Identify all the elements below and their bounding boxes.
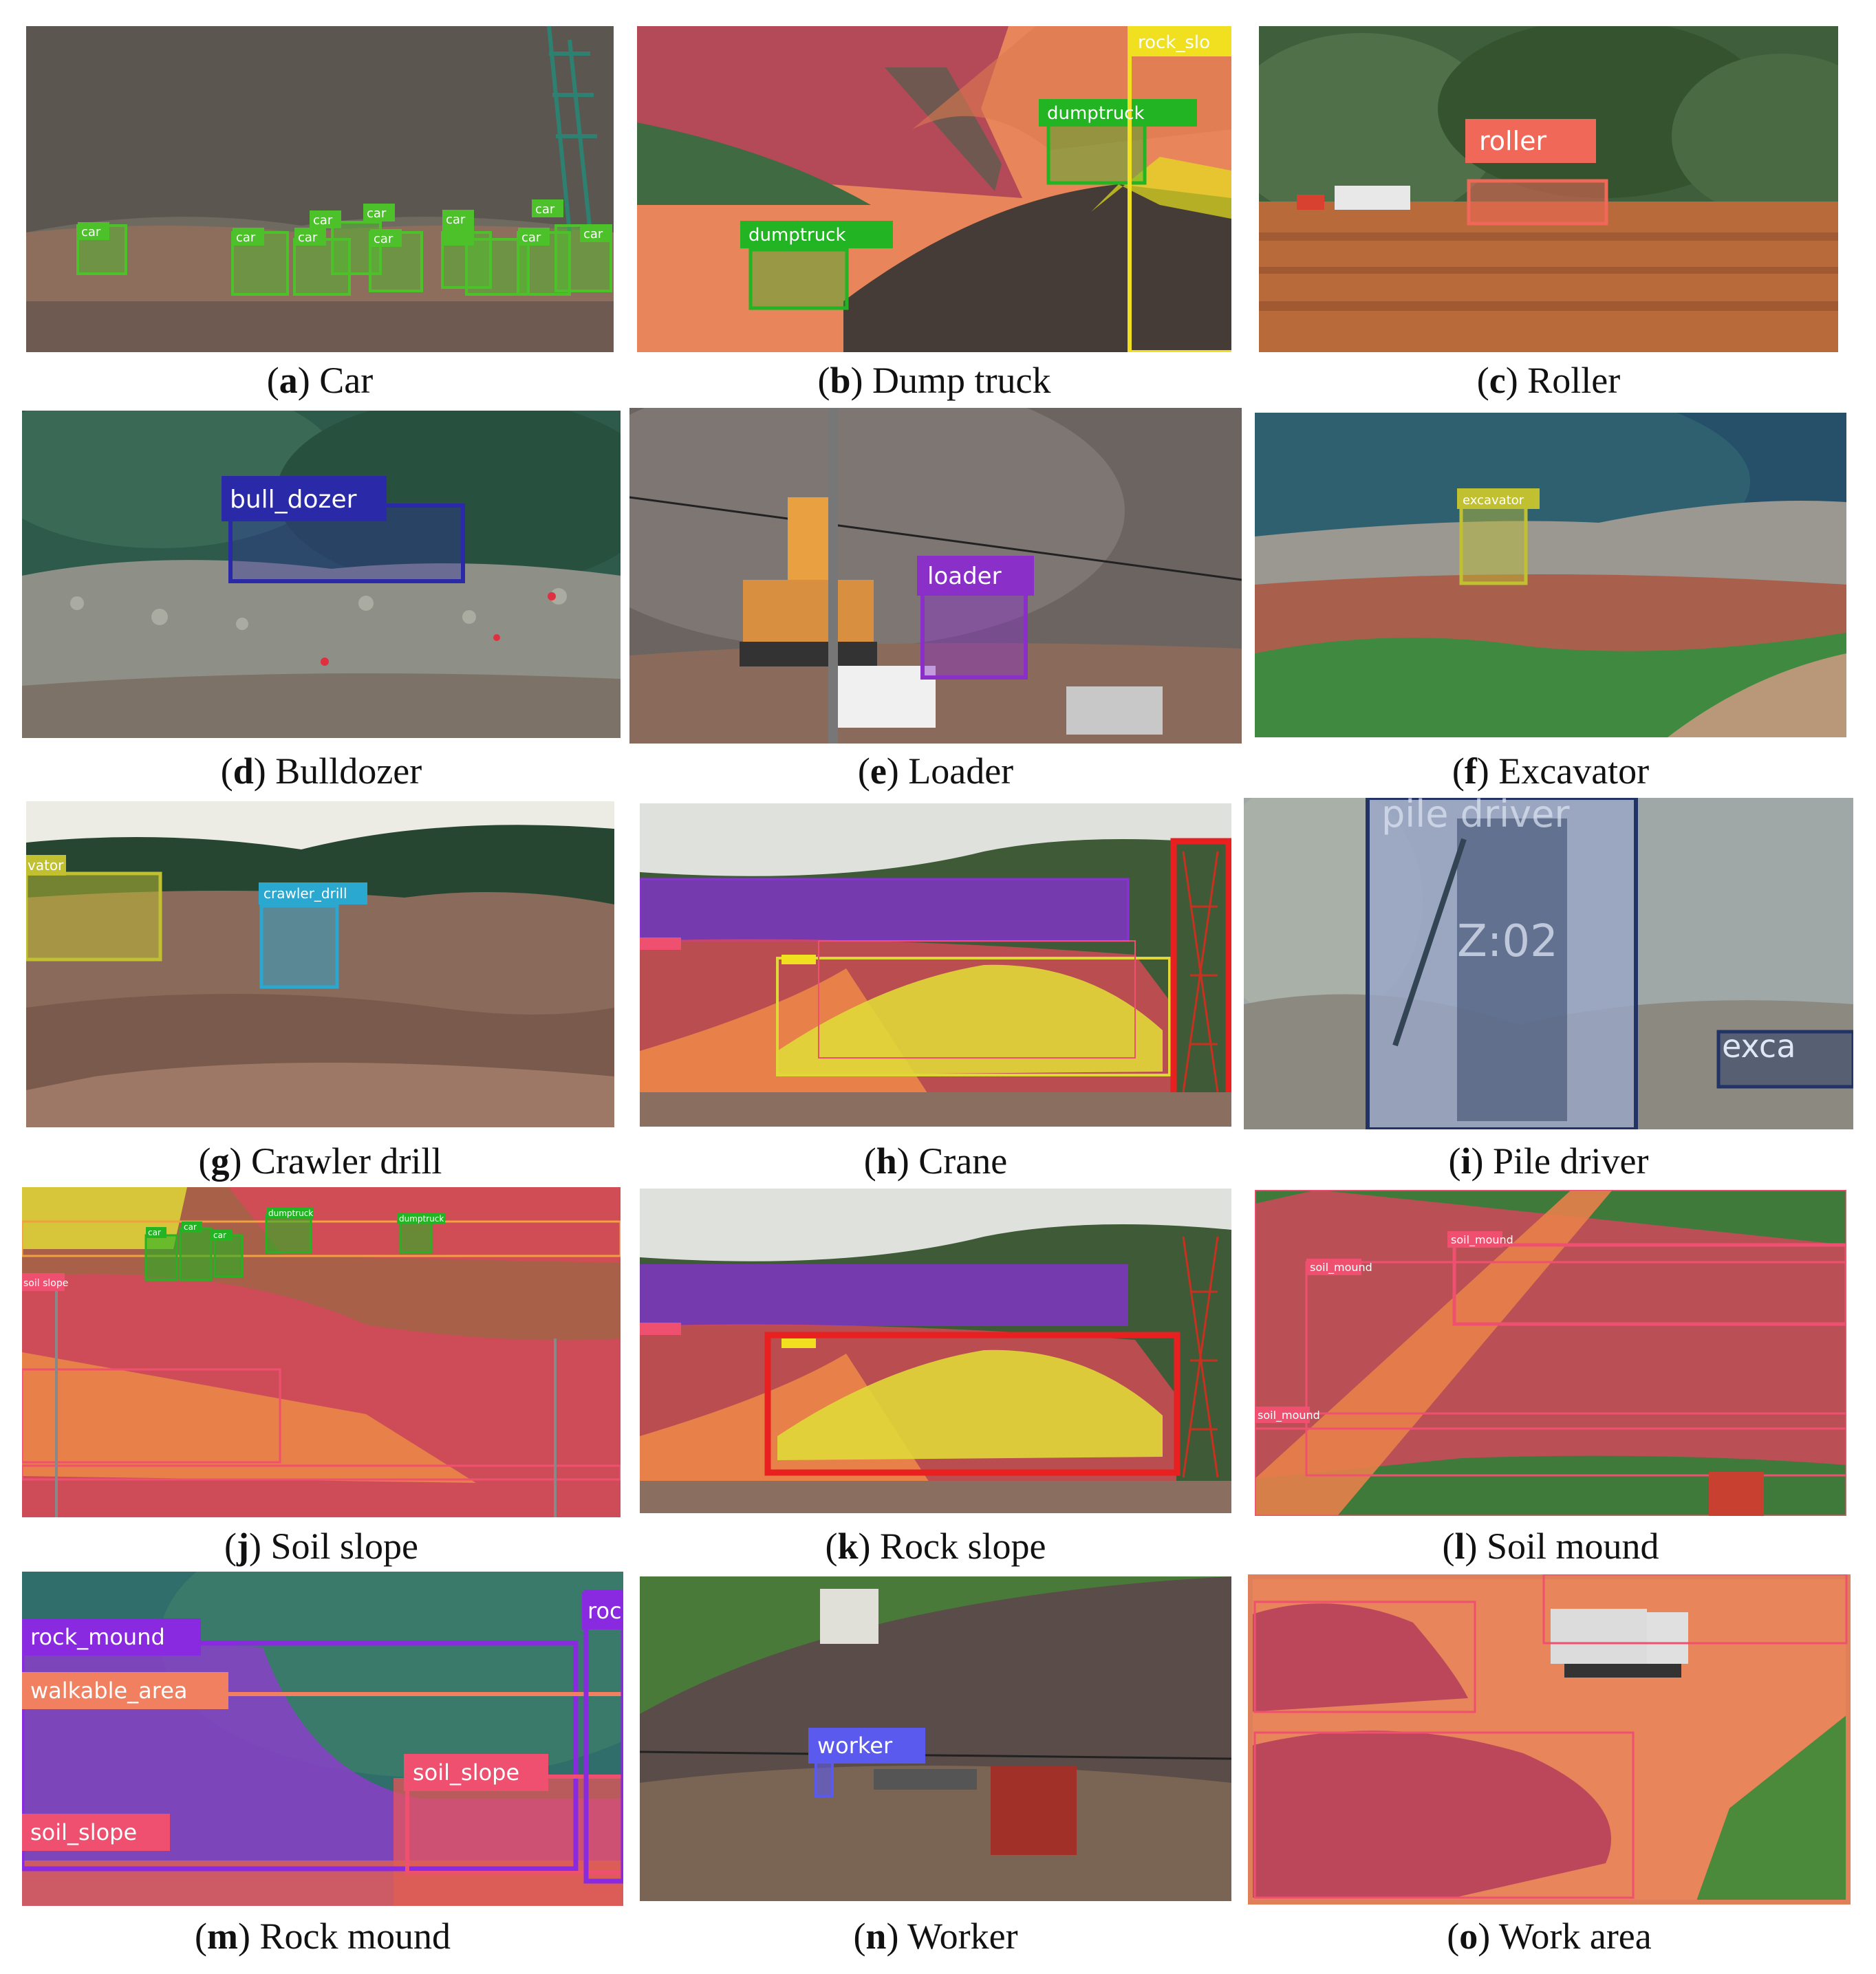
label-car: car <box>213 1230 226 1240</box>
label-car: car <box>81 225 101 239</box>
caption-f: (f) Excavator <box>1452 750 1650 792</box>
label-car: car <box>236 230 256 245</box>
panel-d-image: bull_dozer <box>22 411 621 738</box>
panel-g-image: vator crawler_drill <box>26 801 614 1127</box>
label-car: car <box>367 206 387 221</box>
label-dumptruck: dumptruck <box>399 1214 444 1224</box>
panel-i-image: pile driver Z:02 exca <box>1244 798 1853 1129</box>
caption-c: (c) Roller <box>1476 360 1621 401</box>
label-crawler-drill: crawler_drill <box>263 885 347 902</box>
panel-b-image: dumptruck dumptruck rock_slo <box>637 26 1231 352</box>
label-excavator: vator <box>28 857 64 874</box>
label-rock-slope: rock_slo <box>1138 32 1210 53</box>
label-soil-mound: soil_mound <box>1258 1409 1320 1422</box>
label-walkable-area: walkable_area <box>30 1678 188 1704</box>
label-bulldozer: bull_dozer <box>230 486 357 514</box>
label-dumptruck: dumptruck <box>1047 103 1145 124</box>
label-pile-driver: pile driver <box>1381 798 1570 836</box>
caption-j: (j) Soil slope <box>224 1526 418 1567</box>
label-car: car <box>521 230 541 245</box>
overlay-text: Z:02 <box>1457 916 1558 967</box>
label-loader: loader <box>927 563 1002 590</box>
caption-e: (e) Loader <box>857 750 1014 792</box>
caption-l: (l) Soil mound <box>1442 1526 1659 1567</box>
panel-j-image: dumptruck dumptruck car car car soil slo… <box>22 1187 621 1517</box>
caption-n: (n) Worker <box>853 1916 1018 1957</box>
label-car: car <box>374 232 393 246</box>
label-soil-mound: soil_mound <box>1310 1261 1372 1275</box>
panel-o-image <box>1248 1574 1851 1905</box>
label-excavator: excavator <box>1463 493 1524 508</box>
panel-c-image: roller <box>1259 26 1838 352</box>
caption-o: (o) Work area <box>1447 1916 1652 1957</box>
caption-i: (i) Pile driver <box>1448 1140 1649 1182</box>
label-rock-mound: rock_mound <box>30 1624 165 1650</box>
label-rock-mound: roc <box>587 1598 622 1624</box>
label-car: car <box>298 230 318 245</box>
label-car: car <box>583 227 603 241</box>
label-car: car <box>313 213 333 228</box>
label-dumptruck: dumptruck <box>748 225 846 246</box>
caption-h: (h) Crane <box>863 1140 1008 1182</box>
label-dumptruck: dumptruck <box>268 1208 313 1218</box>
caption-b: (b) Dump truck <box>817 360 1051 401</box>
panel-h-image <box>640 803 1231 1127</box>
label-soil-slope: soil slope <box>23 1278 68 1289</box>
label-car: car <box>148 1228 161 1237</box>
label-car: car <box>535 202 555 217</box>
caption-k: (k) Rock slope <box>825 1526 1046 1567</box>
panel-a-image: car car car car car car car car car car <box>26 26 614 352</box>
caption-m: (m) Rock mound <box>195 1916 451 1957</box>
label-car: car <box>446 213 466 227</box>
caption-g: (g) Crawler drill <box>198 1140 442 1182</box>
label-soil-mound: soil_mound <box>1451 1233 1513 1247</box>
panel-m-image: rock_mound walkable_area soil_slope soil… <box>22 1572 623 1906</box>
panel-e-image: loader <box>629 408 1242 744</box>
caption-d: (d) Bulldozer <box>220 750 422 792</box>
label-excavator: exca <box>1722 1028 1796 1065</box>
panel-k-image <box>640 1189 1231 1513</box>
panel-l-image: soil_mound soil_mound soil_mound <box>1255 1190 1846 1516</box>
label-soil-slope: soil_slope <box>30 1819 137 1845</box>
label-soil-slope: soil_slope <box>413 1759 519 1786</box>
panel-f-image: excavator <box>1255 413 1846 737</box>
label-car: car <box>184 1222 197 1232</box>
panel-n-image: worker <box>640 1576 1231 1901</box>
caption-a: (a) Car <box>266 360 374 401</box>
label-roller: roller <box>1479 126 1547 156</box>
label-worker: worker <box>817 1733 893 1759</box>
